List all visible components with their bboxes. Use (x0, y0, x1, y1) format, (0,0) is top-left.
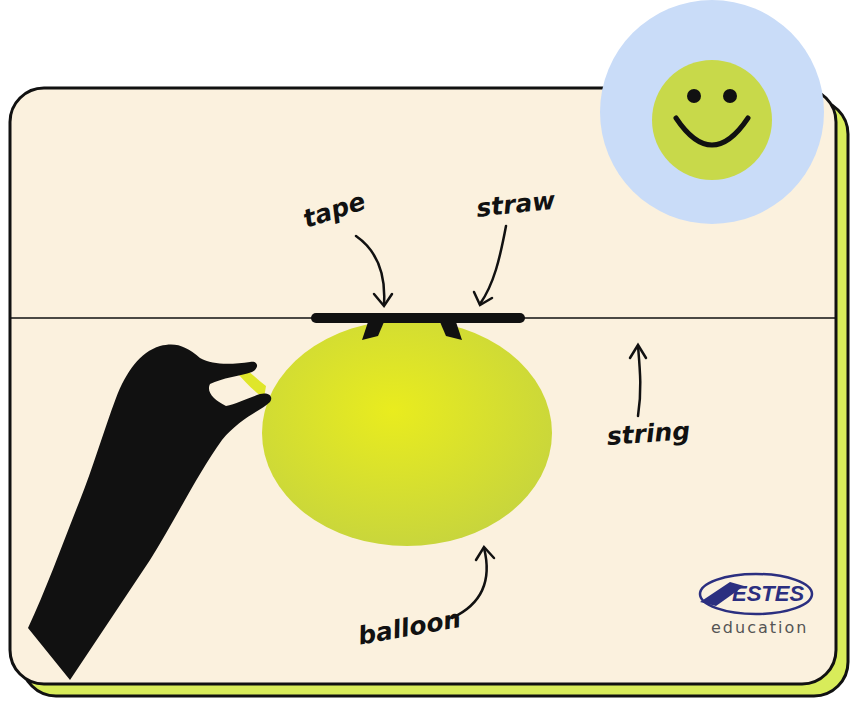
straw-bar (311, 313, 525, 323)
balloon-shape (262, 320, 552, 546)
logo-text: ESTES (732, 583, 804, 605)
tape-piece (362, 322, 384, 340)
hand-silhouette (28, 345, 271, 681)
smiley-eye (687, 89, 701, 103)
estes-logo-mark (700, 574, 812, 614)
tape-piece (440, 322, 462, 340)
leader-arrows (356, 226, 646, 618)
smiley-mouth (676, 118, 748, 145)
logo-caption: education (711, 620, 808, 636)
smiley-face (652, 60, 772, 180)
part-label: string (606, 418, 691, 449)
badge-circle (600, 0, 824, 224)
smiley-eye (723, 89, 737, 103)
